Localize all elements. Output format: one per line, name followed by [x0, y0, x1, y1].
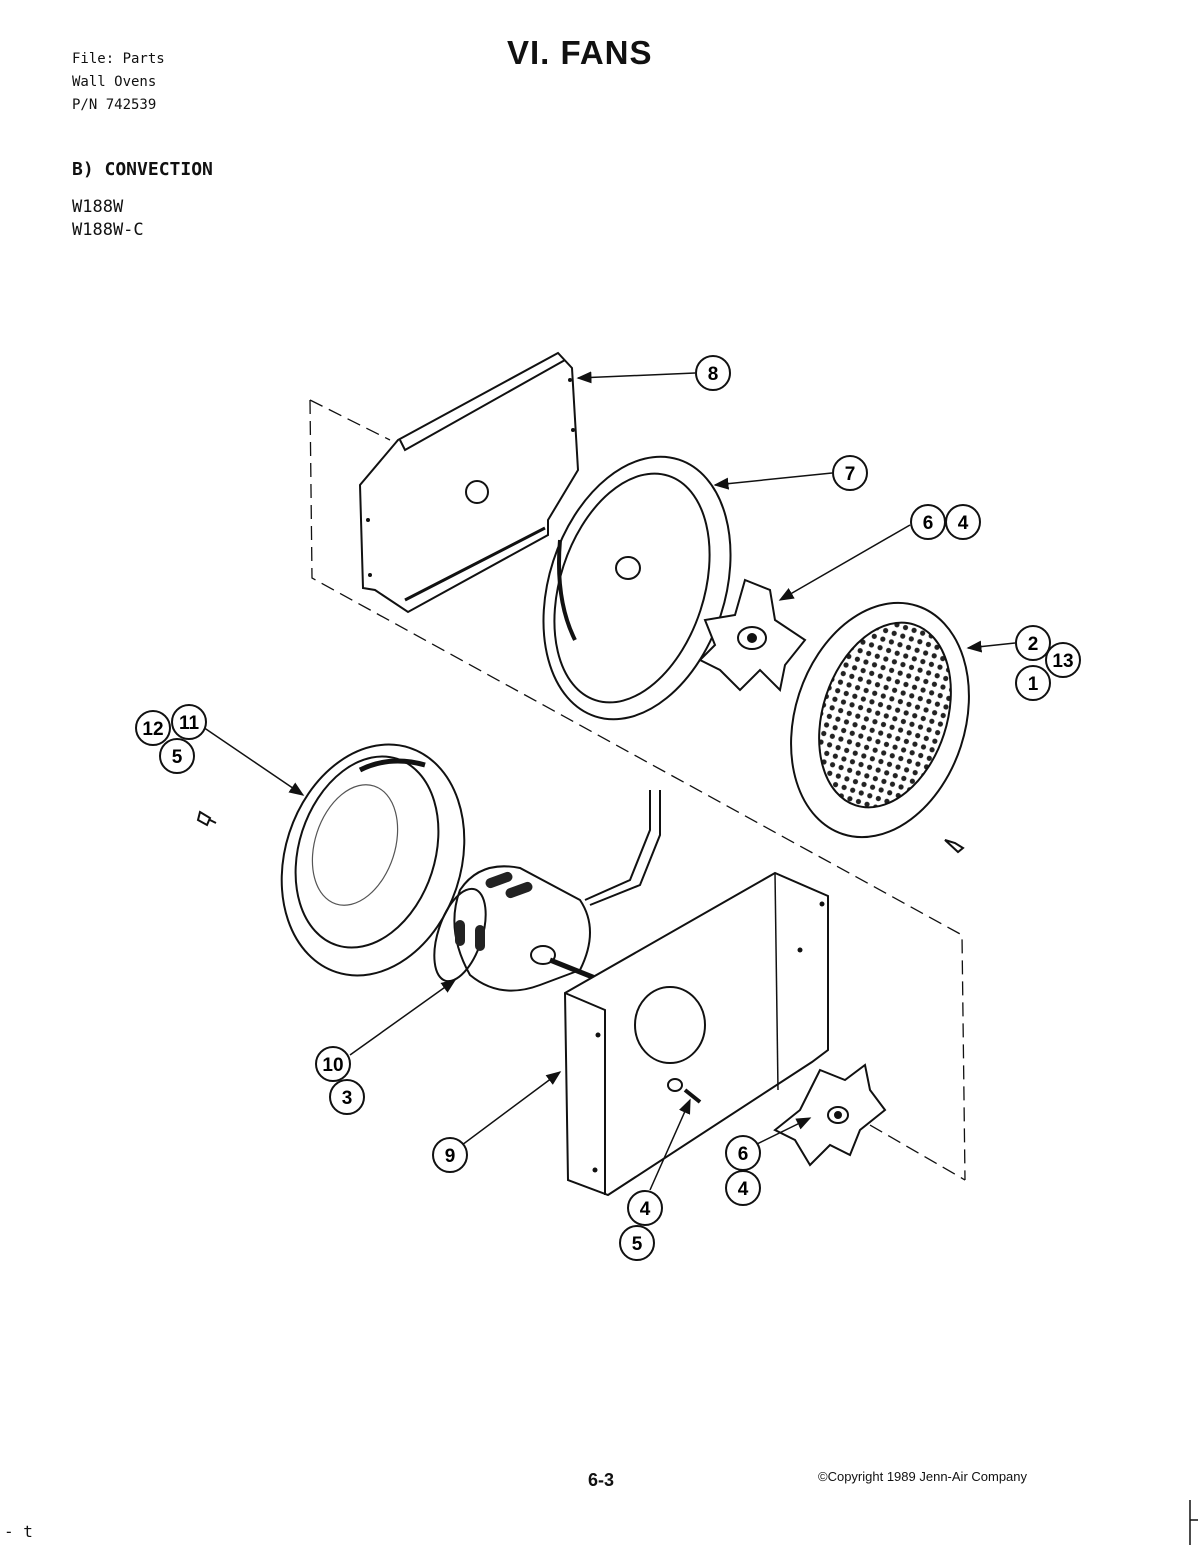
- file-line-3: P/N 742539: [72, 97, 157, 113]
- file-line-1: File: Parts: [72, 51, 165, 67]
- screw-part: [944, 839, 965, 854]
- svg-text:12: 12: [142, 719, 163, 740]
- grille-cover-part: [790, 601, 970, 839]
- model-list: W188W W188W-C: [72, 196, 144, 242]
- callout-2: 2: [1015, 625, 1051, 661]
- callout-3: 3: [329, 1079, 365, 1115]
- callout-10: 10: [315, 1046, 351, 1082]
- lower-fan-blade-part: [773, 1063, 887, 1167]
- callout-6-lower: 6: [725, 1135, 761, 1171]
- motor-bracket-part: [563, 871, 829, 1197]
- file-line-2: Wall Ovens: [72, 74, 157, 90]
- callout-9: 9: [432, 1137, 468, 1173]
- callout-11: 11: [171, 704, 207, 740]
- callout-8: 8: [695, 355, 731, 391]
- svg-text:6: 6: [923, 513, 934, 534]
- edge-mark: [1189, 1500, 1198, 1545]
- section-heading: B) CONVECTION: [72, 159, 213, 180]
- callout-5-left: 5: [159, 738, 195, 774]
- callout-13: 13: [1045, 642, 1081, 678]
- svg-text:4: 4: [958, 513, 969, 534]
- rear-housing-part: [280, 743, 466, 977]
- screw-part: [196, 810, 217, 827]
- svg-text:5: 5: [172, 747, 183, 768]
- svg-text:11: 11: [179, 713, 200, 734]
- callout-4-lower: 4: [725, 1170, 761, 1206]
- svg-text:4: 4: [738, 1179, 749, 1200]
- callout-6-upper: 6: [910, 504, 946, 540]
- file-info: File: Parts Wall Ovens P/N 742539: [72, 48, 165, 117]
- callout-1: 1: [1015, 665, 1051, 701]
- callout-7: 7: [832, 455, 868, 491]
- svg-text:7: 7: [845, 464, 856, 485]
- stray-mark: - t: [4, 1522, 33, 1541]
- callout-4-upper: 4: [945, 504, 981, 540]
- callout-4-middle: 4: [627, 1190, 663, 1226]
- fan-shroud-part: [542, 455, 732, 721]
- svg-text:10: 10: [322, 1055, 343, 1076]
- svg-text:5: 5: [632, 1234, 643, 1255]
- svg-text:4: 4: [640, 1199, 651, 1220]
- callout-12: 12: [135, 710, 171, 746]
- copyright-notice: ©Copyright 1989 Jenn-Air Company: [818, 1469, 1028, 1484]
- model-1: W188W: [72, 197, 124, 217]
- leader-lines: [199, 371, 1016, 1191]
- page-title: VI. FANS: [507, 34, 653, 71]
- svg-text:2: 2: [1028, 634, 1039, 655]
- page-number: 6-3: [588, 1470, 615, 1490]
- svg-text:13: 13: [1052, 651, 1073, 672]
- model-2: W188W-C: [72, 220, 144, 240]
- svg-text:6: 6: [738, 1144, 749, 1165]
- svg-text:8: 8: [708, 364, 719, 385]
- svg-text:1: 1: [1028, 674, 1039, 695]
- svg-text:3: 3: [342, 1088, 353, 1109]
- callout-5-middle: 5: [619, 1225, 655, 1261]
- svg-text:9: 9: [445, 1146, 456, 1167]
- upper-fan-blade-part: [698, 578, 807, 693]
- motor-part: [433, 790, 661, 992]
- baffle-plate-part: [358, 351, 580, 614]
- oven-wall-outline: [309, 399, 966, 1181]
